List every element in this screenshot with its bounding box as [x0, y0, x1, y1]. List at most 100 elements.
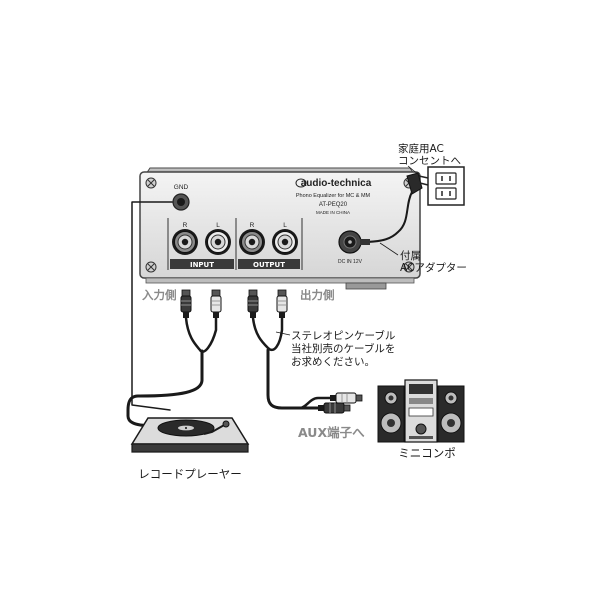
cassette-deck	[408, 407, 434, 417]
input-plug-l	[210, 289, 222, 318]
tonearm-pivot	[222, 420, 230, 428]
product-description: Phono Equalizer for MC & MM	[296, 193, 371, 199]
cd-tray	[409, 398, 433, 404]
ac-adapter	[360, 172, 429, 245]
input-cable-main	[126, 349, 204, 428]
cable-note-line3: お求めください。	[291, 356, 375, 368]
phono-equalizer: GND audio-technica Phono Equalizer for M…	[139, 167, 421, 290]
adapter-label-line1: 付属	[400, 249, 421, 262]
turntable-base-front	[131, 443, 249, 453]
woofer-dome	[387, 419, 395, 427]
output-cable-split	[298, 396, 332, 410]
input-label: INPUT	[190, 261, 214, 269]
tweeter-dome	[448, 395, 454, 401]
ac-adapter-cable	[361, 191, 413, 243]
turntable-spindle	[185, 427, 187, 429]
output-cable-r	[251, 316, 284, 352]
rca-jack-pin	[281, 238, 289, 246]
rca-jack-pin	[181, 238, 189, 246]
made-in-label: MADE IN CHINA	[316, 210, 350, 215]
output-plug-r	[247, 289, 259, 318]
cable-note-leader	[275, 331, 291, 336]
dc-plug	[360, 239, 370, 245]
turntable-label: レコードプレーヤー	[138, 467, 242, 481]
screw-slot	[147, 179, 155, 187]
output-banner	[238, 259, 300, 269]
screw-slot	[147, 263, 155, 271]
dc-in-label: DC IN 12V	[338, 259, 363, 265]
plug-boot	[279, 312, 285, 318]
plug-boot	[250, 312, 256, 318]
rca-jack-pin	[248, 238, 256, 246]
stereo-main-unit	[404, 379, 438, 443]
screw-icon	[145, 177, 157, 189]
adapter-label-line2: ACアダプター	[400, 261, 467, 274]
plug-body	[247, 295, 259, 313]
input-r-jack[interactable]	[172, 229, 198, 255]
plug-boot	[318, 405, 324, 411]
outlet-socket-bottom	[435, 187, 457, 200]
plug-tip	[211, 289, 221, 297]
ac-outlet	[427, 166, 465, 206]
ground-wire	[131, 201, 173, 411]
input-side-label: 入力側	[142, 288, 177, 302]
brand-badge: audio-technica Phono Equalizer for MC & …	[295, 178, 372, 215]
tweeter-dome	[388, 395, 394, 401]
output-l-jack[interactable]	[272, 229, 298, 255]
output-plug-l	[276, 289, 288, 318]
outlet-label-line1: 家庭用AC	[398, 142, 444, 155]
plug-tip	[248, 289, 258, 297]
input-cable-r	[184, 316, 218, 353]
outlet-leader-line	[407, 165, 421, 177]
cable-note-line1: ステレオピンケーブル	[291, 329, 395, 342]
corner-screws	[145, 177, 415, 273]
model-number: AT-PEQ20	[319, 202, 348, 208]
dc-in-pin	[348, 240, 352, 244]
input-l-label: L	[216, 222, 220, 229]
input-l-jack[interactable]	[205, 229, 231, 255]
cables	[126, 201, 332, 428]
plug-boot	[183, 312, 189, 318]
plug-tip	[355, 394, 363, 402]
turntable	[130, 417, 250, 453]
outlet-socket-top	[435, 172, 457, 185]
woofer-dome	[447, 419, 455, 427]
rca-plugs	[180, 289, 363, 414]
plug-body	[335, 392, 357, 404]
button-row	[409, 436, 433, 439]
rca-jack-pin	[214, 238, 222, 246]
left-speaker	[377, 385, 405, 443]
plug-boot	[330, 395, 336, 401]
aux-plug-l	[330, 392, 363, 404]
plug-tip	[181, 289, 191, 297]
plug-boot	[213, 312, 219, 318]
cable-note-line2: 当社別売のケーブルを	[291, 342, 395, 355]
ac-adapter-prongs	[418, 175, 429, 186]
output-cable-main	[266, 348, 320, 410]
screw-slot	[405, 263, 413, 271]
output-r-jack[interactable]	[239, 229, 265, 255]
equalizer-bottom-lip	[145, 277, 415, 284]
outlet-label-line2: コンセントへ	[398, 155, 461, 167]
adapter-leader-line	[379, 242, 399, 256]
right-speaker	[437, 385, 465, 443]
input-r-label: R	[183, 222, 188, 229]
aux-plug-r	[318, 402, 351, 414]
brand-logo-icon	[295, 178, 307, 188]
output-r-label: R	[250, 222, 255, 229]
mini-compo	[377, 379, 465, 443]
input-plug-r	[180, 289, 192, 318]
screw-icon	[145, 261, 157, 273]
output-label: OUTPUT	[253, 261, 285, 269]
input-banner	[170, 259, 234, 269]
ac-adapter-body	[406, 172, 423, 195]
gnd-label: GND	[174, 184, 189, 191]
output-side-label: 出力側	[300, 288, 335, 302]
rca-bracket	[167, 218, 303, 270]
volume-knob-icon	[415, 423, 427, 435]
plug-body	[210, 295, 222, 313]
plug-body	[180, 295, 192, 313]
display-panel	[409, 384, 433, 394]
gnd-terminal-core	[177, 198, 185, 206]
